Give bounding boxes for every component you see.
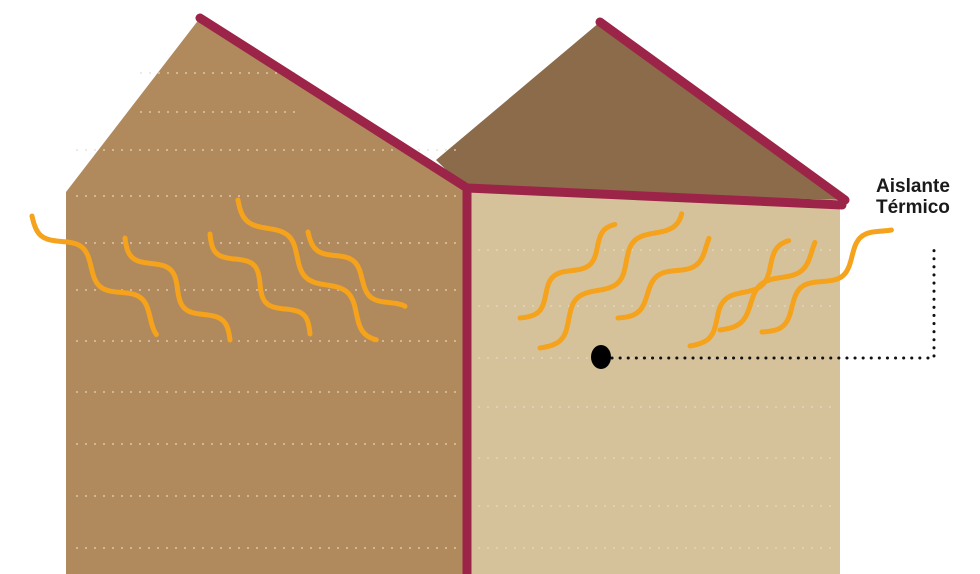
right-house-wall (467, 192, 840, 574)
heat-waves (29, 197, 894, 351)
left-roof-edge (195, 13, 472, 193)
heat-wave-icon (305, 229, 408, 309)
right-house-roof (436, 22, 845, 200)
heat-wave-icon (615, 235, 712, 321)
heat-wave-icon (235, 197, 379, 343)
heat-wave-icon (537, 211, 685, 351)
heat-wave-icon (29, 213, 159, 337)
heat-wave-icon (122, 235, 233, 343)
callout-dot-icon (591, 345, 611, 369)
heat-wave-icon (687, 238, 792, 349)
heat-wave-icon (517, 222, 618, 321)
insulation-label-line1: Aislante (876, 176, 950, 197)
heat-wave-icon (717, 239, 818, 333)
insulation-label-line2: Térmico (876, 197, 950, 218)
left-house-wall (66, 18, 467, 574)
insulation-label: Aislante Térmico (876, 176, 980, 218)
right-roof-edge (595, 17, 850, 205)
callout-leader-line (610, 242, 936, 360)
heat-wave-icon (759, 227, 894, 335)
left-wall-siding (76, 72, 458, 549)
ridge-edge (462, 183, 847, 210)
heat-wave-icon (207, 231, 313, 337)
